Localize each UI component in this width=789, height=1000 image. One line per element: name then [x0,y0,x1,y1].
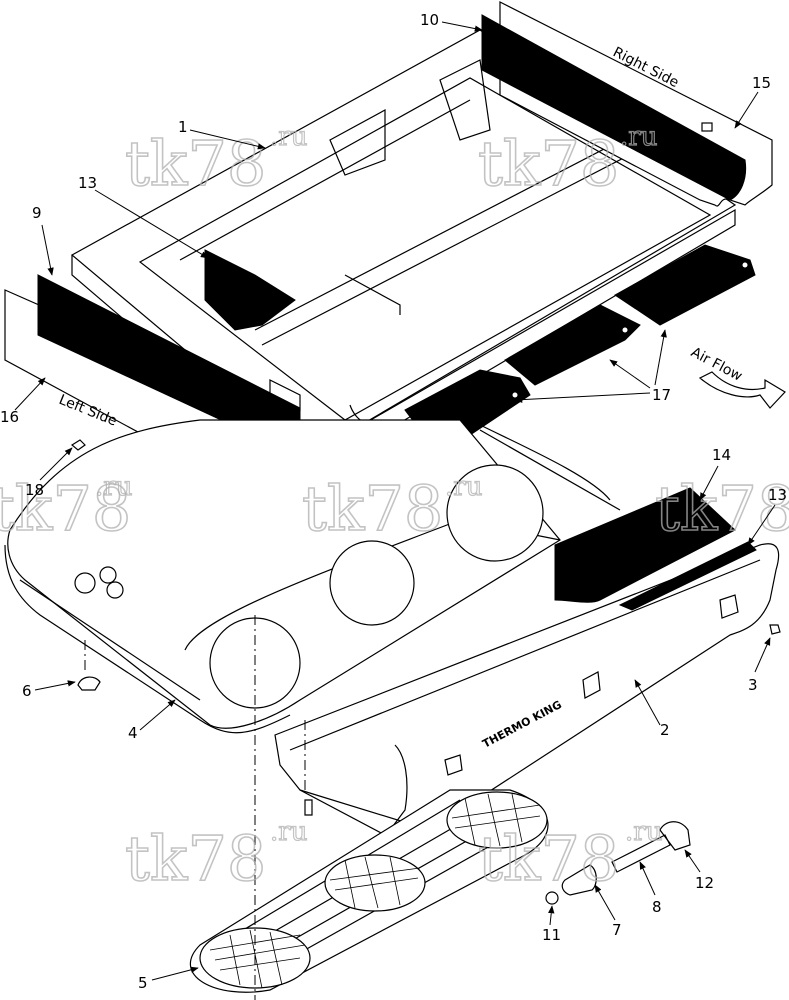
watermark-main: tk78 [478,822,619,895]
callout-5: 5 [138,974,148,992]
watermark-suffix: .ru [620,122,657,152]
callout-3: 3 [748,676,758,694]
drain-hose-8 [611,834,671,873]
watermark-suffix: .ru [445,472,482,502]
return-air-grille [189,789,549,993]
callout-15: 15 [752,74,771,92]
elbow-12 [659,821,691,851]
screw-3 [769,624,781,635]
callout-17: 17 [652,386,671,404]
watermark-main: tk78 [655,472,789,545]
callout-13-upper: 13 [78,174,97,192]
callout-7: 7 [612,921,622,939]
side-rail-2: THERMO KING [274,543,780,840]
callouts: 1 2 3 4 5 6 7 8 9 10 11 12 13 13 14 15 1 [0,11,787,992]
air-flow-indicator: Air Flow [688,344,786,409]
drain-fitting-7 [561,864,597,896]
foam-strip-13-lower [618,541,757,611]
foam-strip-13-upper [204,249,296,331]
watermark-main: tk78 [125,127,266,200]
callout-1: 1 [178,118,188,136]
callout-8: 8 [652,898,662,916]
watermark-main: tk78 [478,127,619,200]
foam-strips-17 [404,244,756,446]
callout-9: 9 [32,204,42,222]
callout-11: 11 [542,926,561,944]
watermark-main: tk78 [302,472,443,545]
clip-6 [77,676,101,691]
callout-14: 14 [712,446,731,464]
callout-10: 10 [420,11,439,29]
part-18 [70,439,86,451]
watermarks: tk78 .ru tk78 .ru tk78 .ru tk78 .ru tk78… [0,121,789,895]
cap-11 [545,891,559,905]
watermark-suffix: .ru [95,472,132,502]
watermark-main: tk78 [0,472,131,545]
drain-pan [4,419,621,734]
callout-4: 4 [128,724,138,742]
foam-strip-10 [481,14,747,201]
air-flow-label: Air Flow [688,344,745,384]
callout-16: 16 [0,408,19,426]
watermark-main: tk78 [125,822,266,895]
callout-6: 6 [22,682,32,700]
foam-strip-14 [554,487,736,603]
callout-18: 18 [25,481,44,499]
watermark-suffix: .ru [270,817,307,847]
callout-13-lower: 13 [768,486,787,504]
watermark-suffix: .ru [625,817,662,847]
callout-12: 12 [695,874,714,892]
watermark-suffix: .ru [270,122,307,152]
screw-mid [304,799,313,816]
hardware-parts [77,615,781,1000]
callout-2: 2 [660,721,670,739]
